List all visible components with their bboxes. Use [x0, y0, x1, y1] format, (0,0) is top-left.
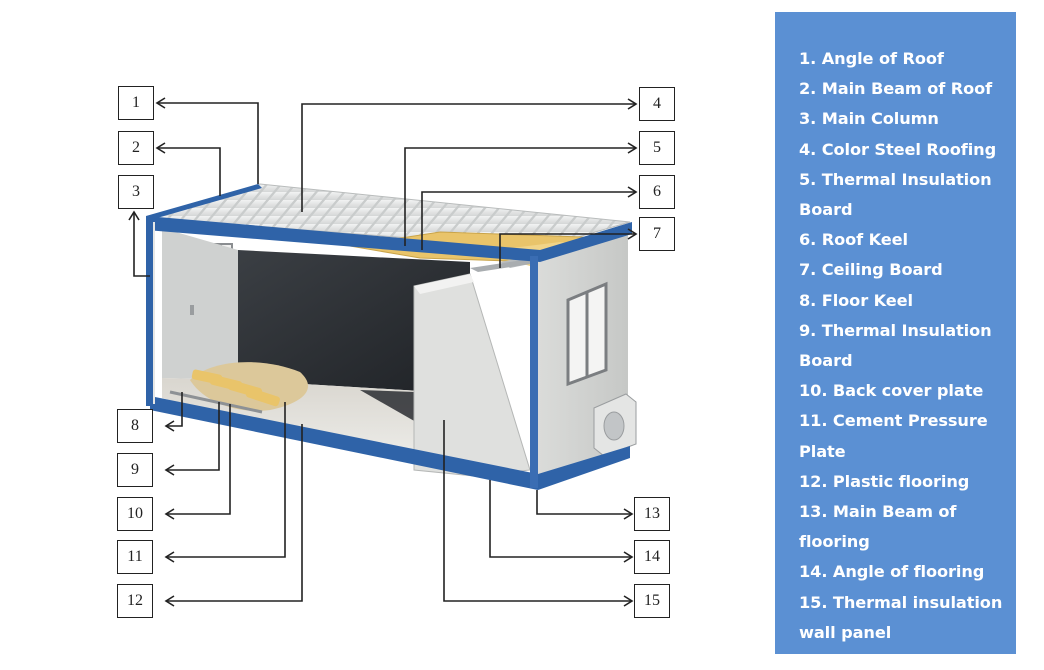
callout-13: 13	[634, 497, 670, 531]
callout-14: 14	[634, 540, 670, 574]
legend-line: Board	[799, 351, 853, 371]
legend-line: flooring	[799, 532, 870, 552]
legend-line: Board	[799, 200, 853, 220]
callout-15: 15	[634, 584, 670, 618]
legend-line: 2. Main Beam of Roof	[799, 79, 993, 99]
legend-panel: 1. Angle of Roof 2. Main Beam of Roof 3.…	[775, 12, 1016, 654]
back-wall	[238, 250, 470, 394]
leader-lines	[128, 97, 638, 607]
legend-line: 8. Floor Keel	[799, 290, 913, 310]
legend-line: 14. Angle of flooring	[799, 562, 985, 582]
legend-line: Plate	[799, 441, 846, 461]
legend-line: 7. Ceiling Board	[799, 260, 943, 280]
legend-line: 1. Angle of Roof	[799, 49, 944, 68]
callout-6: 6	[639, 175, 675, 209]
callout-8: 8	[117, 409, 153, 443]
floor-insulation	[169, 362, 309, 414]
legend-line: 5. Thermal Insulation	[799, 169, 992, 189]
legend-line: 13. Main Beam of	[799, 502, 957, 522]
legend-line: 12. Plastic flooring	[799, 471, 970, 491]
callout-5: 5	[639, 131, 675, 165]
legend-line: 10. Back cover plate	[799, 381, 984, 401]
air-conditioner	[593, 393, 637, 457]
legend-line: 15. Thermal insulation	[799, 592, 1003, 612]
callout-10: 10	[117, 497, 153, 531]
legend-line: wall panel	[799, 622, 892, 642]
legend-line: 11. Cement Pressure	[799, 411, 988, 431]
end-window	[566, 281, 608, 387]
legend-line: 3. Main Column	[799, 109, 939, 129]
wall-panel	[413, 273, 531, 477]
callout-11: 11	[117, 540, 153, 574]
blue-frame	[146, 184, 632, 490]
callout-12: 12	[117, 584, 153, 618]
callout-2: 2	[118, 131, 154, 165]
callout-4: 4	[639, 87, 675, 121]
legend-line: 6. Roof Keel	[799, 230, 908, 250]
legend-line: 4. Color Steel Roofing	[799, 139, 997, 159]
callout-7: 7	[639, 217, 675, 251]
callout-9: 9	[117, 453, 153, 487]
callout-1: 1	[118, 86, 154, 120]
legend-line: 9. Thermal Insulation	[799, 320, 992, 340]
container-illustration	[128, 97, 638, 607]
left-wall	[162, 228, 238, 380]
callout-3: 3	[118, 175, 154, 209]
